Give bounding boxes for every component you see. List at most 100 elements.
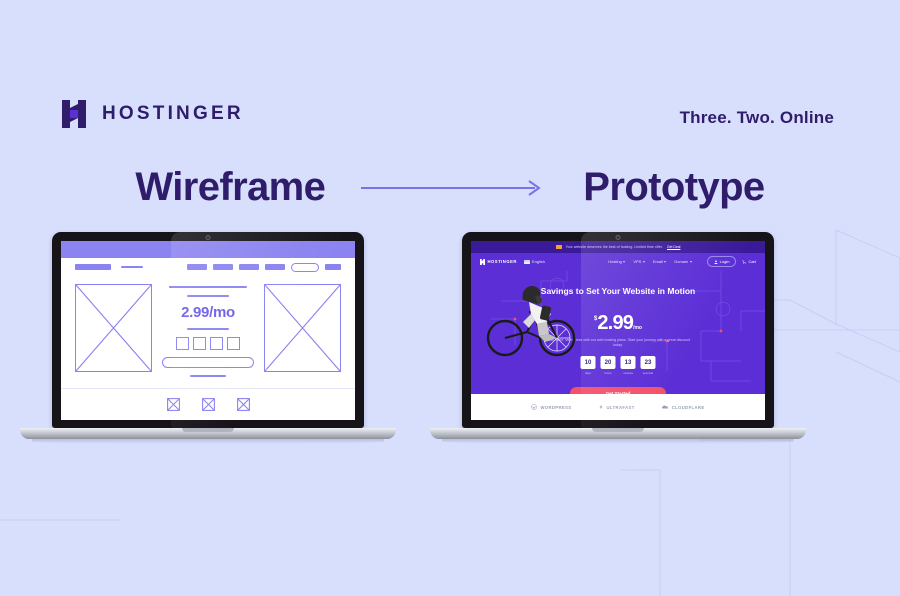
wireframe-timer-placeholder bbox=[176, 337, 240, 350]
laptop-base-left bbox=[20, 428, 396, 439]
headline-row: Wireframe Prototype bbox=[0, 165, 900, 210]
timer-value: 23 bbox=[640, 356, 656, 369]
wireframe-nav-line[interactable] bbox=[121, 266, 143, 268]
menu-item-email[interactable]: Email bbox=[653, 259, 667, 264]
lightning-icon bbox=[599, 404, 602, 410]
laptop-lid-left: 2.99/mo bbox=[52, 232, 364, 428]
webcam-icon bbox=[615, 235, 621, 240]
prototype-screen: Your website deserves the best of hostin… bbox=[471, 241, 765, 420]
tagline: Three. Two. Online bbox=[679, 108, 834, 127]
timer-value: 20 bbox=[600, 356, 616, 369]
wireframe-square bbox=[193, 337, 206, 350]
language-label: English bbox=[531, 259, 546, 264]
wireframe-price: 2.99/mo bbox=[181, 304, 235, 321]
laptop-base-right bbox=[430, 428, 806, 439]
timer-cell-seconds: 23 seconds bbox=[640, 356, 656, 375]
user-icon bbox=[714, 259, 718, 264]
partner-label: ULTRAFAST bbox=[606, 404, 635, 410]
wireframe-heading-line bbox=[169, 286, 247, 288]
prototype-logo-text: HOSTINGER bbox=[487, 259, 517, 264]
wireframe-image-placeholder[interactable] bbox=[264, 284, 341, 372]
wireframe-nav-item[interactable] bbox=[239, 264, 259, 270]
webcam-icon bbox=[205, 235, 211, 240]
timer-value: 10 bbox=[580, 356, 596, 369]
menu-item-vps[interactable]: VPS bbox=[633, 259, 645, 264]
wireframe-topbar bbox=[61, 241, 355, 258]
login-label: Login bbox=[719, 259, 730, 264]
price-currency: $ bbox=[594, 316, 598, 322]
wireframe-partner-placeholder[interactable] bbox=[236, 398, 250, 411]
prototype-logo[interactable]: HOSTINGER bbox=[480, 258, 517, 265]
wireframe-center-column: 2.99/mo bbox=[162, 284, 254, 377]
wireframe-footer-line bbox=[190, 375, 226, 377]
timer-cell-hours: 20 hours bbox=[600, 356, 616, 375]
announcement-text: Your website deserves the best of hostin… bbox=[565, 245, 664, 249]
headline-prototype: Prototype bbox=[583, 165, 765, 209]
wireframe-square bbox=[210, 337, 223, 350]
menu-item-hosting[interactable]: Hosting bbox=[608, 259, 626, 264]
countdown-timer: 10 days 20 hours 13 minutes 23 bbox=[580, 356, 656, 375]
login-button[interactable]: Login bbox=[706, 256, 737, 267]
chevron-down-icon bbox=[623, 260, 626, 263]
wireframe-square bbox=[176, 337, 189, 350]
timer-label: days bbox=[585, 370, 591, 375]
wireframe-login-placeholder[interactable] bbox=[291, 262, 319, 272]
wireframe-cart-placeholder[interactable] bbox=[325, 264, 341, 270]
chevron-down-icon bbox=[689, 260, 692, 263]
headline-wireframe: Wireframe bbox=[135, 165, 326, 209]
timer-cell-days: 10 days bbox=[580, 356, 596, 375]
wireframe-nav-item[interactable] bbox=[187, 264, 207, 270]
wireframe-nav-item[interactable] bbox=[213, 264, 233, 270]
cart-button[interactable]: Cart bbox=[742, 259, 756, 264]
wireframe-nav bbox=[61, 258, 355, 276]
laptop-shadow-left bbox=[32, 439, 384, 444]
chevron-down-icon bbox=[642, 260, 645, 263]
timer-cell-minutes: 13 minutes bbox=[620, 356, 636, 375]
hero-title: Savings to Set Your Website in Motion bbox=[540, 286, 696, 296]
menu-label: VPS bbox=[633, 259, 642, 264]
language-selector[interactable]: English bbox=[523, 259, 546, 264]
prototype-blueprint-overlay bbox=[491, 271, 765, 382]
laptop-prototype: Your website deserves the best of hostin… bbox=[430, 232, 806, 444]
wireframe-partner-placeholder[interactable] bbox=[166, 398, 180, 411]
prototype-nav: HOSTINGER English Hosting VPS bbox=[471, 253, 765, 270]
flag-icon bbox=[523, 259, 530, 264]
cart-label: Cart bbox=[748, 259, 756, 264]
timer-label: seconds bbox=[642, 370, 654, 375]
partner-ultrafast: ULTRAFAST bbox=[598, 404, 635, 410]
laptop-shadow-right bbox=[442, 439, 794, 444]
megaphone-icon bbox=[555, 245, 562, 249]
hostinger-h-logo-icon bbox=[480, 258, 485, 265]
wireframe-footer bbox=[61, 388, 355, 420]
partner-label: WORDPRESS bbox=[540, 404, 572, 410]
wireframe-subheading-line bbox=[187, 295, 229, 297]
wireframe-square bbox=[227, 337, 240, 350]
price-amount: 2.99 bbox=[597, 312, 634, 334]
cyclist-illustration bbox=[486, 286, 576, 357]
wordpress-icon bbox=[531, 404, 538, 410]
partner-label: CLOUDFLARE bbox=[671, 404, 705, 410]
wireframe-image-placeholder[interactable] bbox=[75, 284, 152, 372]
partner-cloudflare: CLOUDFLARE bbox=[661, 404, 705, 410]
laptop-lid-right: Your website deserves the best of hostin… bbox=[462, 232, 774, 428]
prototype-nav-actions: Login Cart bbox=[706, 256, 756, 267]
wireframe-body: 2.99/mo bbox=[61, 276, 355, 377]
wireframe-screen: 2.99/mo bbox=[61, 241, 355, 420]
cloud-icon bbox=[661, 405, 668, 409]
prototype-hero: Savings to Set Your Website in Motion $ … bbox=[471, 270, 765, 410]
wireframe-logo-placeholder[interactable] bbox=[75, 264, 111, 270]
timer-label: minutes bbox=[623, 370, 633, 375]
hero-price: $ 2.99 /mo bbox=[594, 312, 642, 334]
brand-logo[interactable]: HOSTINGER bbox=[60, 98, 244, 130]
announcement-bar[interactable]: Your website deserves the best of hostin… bbox=[471, 241, 765, 253]
wireframe-cta-placeholder[interactable] bbox=[162, 357, 254, 368]
hero-subtitle: Save more, stress less with our web host… bbox=[545, 338, 691, 348]
partner-strip: WORDPRESS ULTRAFAST CLOUDFLARE bbox=[471, 394, 765, 420]
menu-item-domain[interactable]: Domain bbox=[674, 259, 692, 264]
cart-icon bbox=[742, 259, 746, 264]
price-period: /mo bbox=[633, 325, 642, 331]
announcement-link[interactable]: Get Deal bbox=[667, 245, 681, 249]
wireframe-nav-item[interactable] bbox=[265, 264, 285, 270]
wireframe-partner-placeholder[interactable] bbox=[201, 398, 215, 411]
prototype-menu: Hosting VPS Email Domain bbox=[608, 259, 692, 264]
